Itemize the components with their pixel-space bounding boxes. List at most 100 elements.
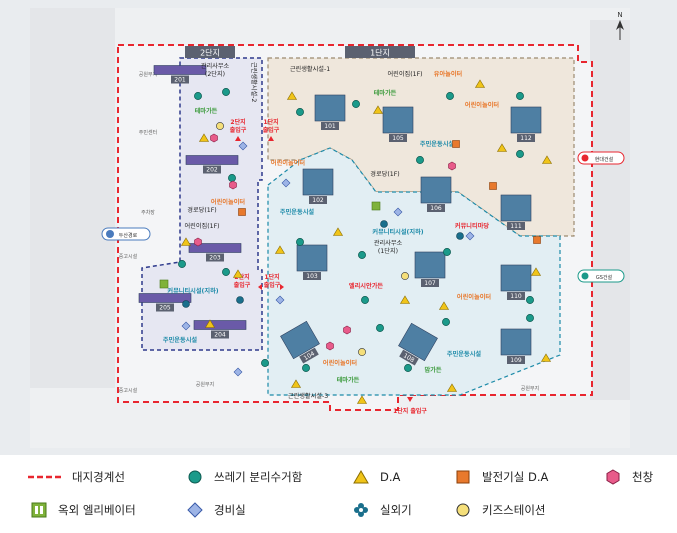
- generator-da-icon: [533, 236, 541, 244]
- trash-bin-icon: [296, 108, 304, 116]
- park-label-nw: 공원부지: [139, 71, 157, 78]
- building-number: 204: [214, 332, 226, 339]
- da-icon: [399, 295, 411, 304]
- trash-bin-icon: [526, 314, 534, 322]
- skylight-icon: [194, 237, 202, 247]
- trash-bin-icon: [222, 88, 230, 96]
- playground-label-s: 어린이놀이터: [323, 359, 357, 367]
- zone2-label: 2단지: [200, 48, 220, 58]
- theme-garden-label-a: 테마가든: [374, 89, 397, 97]
- playground-label-ne: 어린이놀이터: [465, 101, 499, 109]
- building-number: 205: [159, 305, 171, 312]
- svg-text:두산경로: 두산경로: [119, 232, 138, 239]
- outdoor-unit-icon: [456, 232, 464, 240]
- orange-square-icon: [452, 469, 474, 485]
- school-label-2: 중고시설: [119, 387, 138, 394]
- building-number: 203: [209, 255, 221, 262]
- da-icon: [356, 395, 368, 404]
- trash-bin-icon: [443, 248, 451, 256]
- building-106: 106: [420, 176, 452, 212]
- legend: 대지경계선 쓰레기 분리수거함 D.A 발전기실 D.A 천창 옥외 엘리베이터…: [0, 455, 677, 533]
- mgmt1-label: 관리사무소: [374, 239, 403, 247]
- outdoor-unit-icon: [236, 296, 244, 304]
- da-icon: [286, 91, 298, 100]
- building-number: 110: [510, 293, 522, 300]
- right-sign-top: 현대건설: [577, 151, 625, 165]
- legend-item-guard: 경비실: [184, 500, 246, 520]
- da-icon: [540, 353, 552, 362]
- trash-bin-icon: [361, 296, 369, 304]
- building-109: 109: [500, 328, 532, 364]
- outdoor-unit-icon: [380, 220, 388, 228]
- playground-label-mid: 어린이놀이터: [271, 159, 305, 167]
- building-105: 105: [382, 106, 414, 142]
- sports-label-n: 주민운동시설: [420, 140, 454, 148]
- building-number: 101: [324, 123, 336, 130]
- trash-bin-icon: [296, 238, 304, 246]
- park-label-se: 공원부지: [521, 385, 539, 392]
- trash-bin-icon: [358, 251, 366, 259]
- entrance-label-z1-mid: 1단지: [264, 273, 279, 281]
- entrance-label-z2-top-sub: 출입구: [230, 126, 247, 134]
- legend-item-elevator: 옥외 엘리베이터: [28, 500, 136, 520]
- building-number: 109: [510, 357, 522, 364]
- building-number: 107: [424, 280, 436, 287]
- theme-garden-label-c: 테마가든: [337, 376, 360, 384]
- svg-text:N: N: [617, 11, 622, 19]
- building-number: 201: [174, 77, 186, 84]
- kids-station-icon: [401, 272, 409, 280]
- trash-bin-icon: [194, 92, 202, 100]
- community2-label: 커뮤니티시설(지하): [167, 287, 218, 295]
- madang-label: 커뮤니티마당: [455, 222, 489, 230]
- building-104: 104: [280, 320, 320, 364]
- parking-label: 주차장: [141, 209, 155, 216]
- building-111: 111: [500, 194, 532, 230]
- da-icon: [496, 143, 508, 152]
- da-icon: [474, 79, 486, 88]
- blue-diamond-icon: [184, 502, 206, 518]
- right-sign-bottom: GS건설: [577, 269, 625, 283]
- entrance-arrows: [235, 136, 413, 402]
- guard-post-icon: [233, 367, 243, 377]
- building-number: 106: [430, 205, 442, 212]
- building-number: 111: [510, 223, 522, 230]
- da-icon: [541, 155, 553, 164]
- community-label: 커뮤니티시설(지하): [372, 228, 423, 236]
- da-icon: [372, 105, 384, 114]
- building-107: 107: [414, 251, 446, 287]
- daycare1-label: 어린이집(1F): [387, 70, 422, 78]
- school-label: 중고시설: [119, 253, 138, 260]
- trash-bin-icon: [261, 359, 269, 367]
- guard-post-icon: [238, 141, 248, 151]
- mgmt2-label: 관리사무소: [201, 62, 230, 70]
- building-205: 205: [138, 293, 192, 312]
- mgmt2-sub-label: (2단지): [205, 70, 225, 78]
- sports-label-z2: 주민운동시설: [163, 336, 197, 344]
- building-103: 103: [296, 244, 328, 280]
- skylight-icon: [229, 180, 237, 190]
- outdoor-elevator-icon: [159, 279, 169, 289]
- building-201: 201: [153, 65, 207, 84]
- playground-label-se: 어린이놀이터: [457, 293, 491, 301]
- teal-flower-icon: [350, 502, 372, 518]
- building-number: 202: [206, 167, 218, 174]
- trash-bin-icon: [442, 318, 450, 326]
- kids-station-icon: [216, 122, 224, 130]
- generator-da-icon: [489, 182, 497, 190]
- da-icon: [204, 319, 216, 328]
- sports-label-s: 주민운동시설: [447, 350, 481, 358]
- site-map: 2단지 1단지 N 공원부지 주민센터 주차장 중고시설 중고시설 공원부지 공…: [0, 0, 677, 455]
- legend-item-kids-station: 키즈스테이션: [452, 500, 545, 520]
- building-number: 105: [392, 135, 404, 142]
- building-202: 202: [185, 155, 239, 174]
- entrance-label-z1-top: 1단지: [263, 118, 278, 126]
- daycare2-label: 어린이집(1F): [184, 222, 219, 230]
- building-101: 101: [314, 94, 346, 130]
- trash-bin-icon: [302, 364, 310, 372]
- trash-bin-icon: [376, 324, 384, 332]
- building-number: 108: [402, 352, 416, 364]
- da-icon: [446, 383, 458, 392]
- entrance-label-z2-mid-sub: 출입구: [234, 281, 251, 289]
- building-102: 102: [302, 168, 334, 204]
- trash-bin-icon: [404, 364, 412, 372]
